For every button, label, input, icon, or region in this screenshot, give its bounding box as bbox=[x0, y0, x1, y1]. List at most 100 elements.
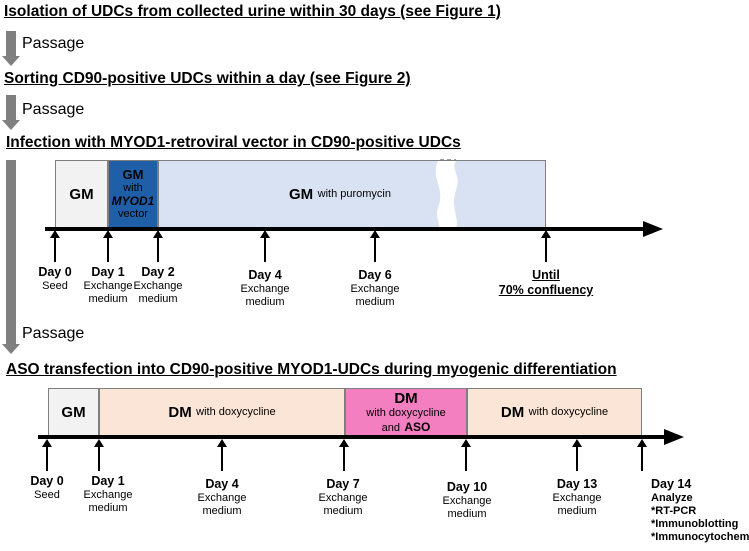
timeline-break-mark bbox=[435, 159, 458, 229]
gm-box-2: GM bbox=[48, 388, 99, 436]
t2-day10-sub1: Exchange bbox=[442, 495, 492, 507]
t1-until-label: Until 70% confluency bbox=[499, 268, 593, 298]
aso-box-line1: with doxycycline bbox=[366, 406, 446, 419]
timeline-axis-2 bbox=[38, 435, 666, 439]
tick-t1-until bbox=[541, 230, 551, 262]
t1-day4-sub1: Exchange bbox=[240, 283, 290, 295]
tick-t2-day14 bbox=[637, 439, 647, 471]
myod1-vector-box: GM with MYOD1 vector bbox=[108, 160, 158, 228]
myod1-box-vector: vector bbox=[118, 208, 148, 220]
aso-box-dm: DM bbox=[394, 389, 418, 407]
t2-day1-sub2: medium bbox=[88, 502, 128, 514]
t1-day0-title: Day 0 bbox=[38, 265, 72, 279]
passage-label-1: Passage bbox=[22, 35, 85, 52]
dm-doxycycline-box-2: DM with doxycycline bbox=[467, 388, 642, 436]
passage-arrow-1 bbox=[2, 31, 20, 66]
t2-day13-sub2: medium bbox=[557, 505, 597, 517]
puromycin-box-rest: with puromycin bbox=[317, 188, 391, 200]
tick-t1-day4 bbox=[260, 230, 270, 262]
heading-sorting: Sorting CD90-positive UDCs within a day … bbox=[4, 70, 411, 87]
myod1-box-with: with bbox=[123, 182, 143, 194]
heading-isolation: Isolation of UDCs from collected urine w… bbox=[4, 3, 501, 20]
tick-t2-day4 bbox=[217, 439, 227, 471]
t1-day1-sub2: medium bbox=[88, 293, 128, 305]
t2-day14-title: Day 14 bbox=[651, 477, 692, 491]
t2-day7-sub2: medium bbox=[323, 505, 363, 517]
t2-day0-sub: Seed bbox=[34, 489, 60, 501]
t1-until-sub: 70% confluency bbox=[498, 283, 594, 297]
heading-infection: Infection with MYOD1-retroviral vector i… bbox=[6, 134, 461, 151]
passage-arrow-3 bbox=[2, 160, 20, 354]
gm-box: GM bbox=[55, 160, 108, 228]
tick-t2-day1 bbox=[94, 439, 104, 471]
t1-day1-label: Day 1 Exchange medium bbox=[84, 265, 133, 306]
t1-day6-label: Day 6 Exchange medium bbox=[351, 268, 400, 309]
t2-day4-sub2: medium bbox=[202, 505, 242, 517]
t2-day10-label: Day 10 Exchange medium bbox=[443, 480, 492, 521]
t2-day14-analyze: Analyze bbox=[651, 492, 693, 504]
t2-day0-title: Day 0 bbox=[30, 474, 64, 488]
t1-until-title: Until bbox=[532, 268, 560, 282]
t2-day13-sub1: Exchange bbox=[552, 492, 602, 504]
aso-box-aso: ASO bbox=[404, 419, 431, 434]
tick-t2-day7 bbox=[339, 439, 349, 471]
heading-aso-transfection: ASO transfection into CD90-positive MYOD… bbox=[6, 361, 617, 378]
t2-day4-title: Day 4 bbox=[205, 477, 239, 491]
timeline-axis-2-head bbox=[664, 429, 684, 445]
t1-day0-label: Day 0 Seed bbox=[38, 265, 71, 293]
t1-day6-title: Day 6 bbox=[358, 268, 392, 282]
timeline-axis-1 bbox=[45, 227, 645, 231]
t1-day6-sub1: Exchange bbox=[350, 283, 400, 295]
t1-day4-label: Day 4 Exchange medium bbox=[241, 268, 290, 309]
puromycin-box: GM with puromycin bbox=[158, 160, 546, 228]
t2-day13-title: Day 13 bbox=[556, 477, 598, 491]
t2-day7-title: Day 7 bbox=[326, 477, 360, 491]
t1-day2-sub1: Exchange bbox=[133, 280, 183, 292]
t1-day2-sub2: medium bbox=[138, 293, 178, 305]
dm2-rest: with doxycycline bbox=[528, 406, 609, 418]
t2-day1-title: Day 1 bbox=[91, 474, 125, 488]
t1-day1-sub1: Exchange bbox=[83, 280, 133, 292]
t1-day4-sub2: medium bbox=[245, 296, 285, 308]
t1-day6-sub2: medium bbox=[355, 296, 395, 308]
t2-day10-title: Day 10 bbox=[446, 480, 488, 494]
myod1-box-gm: GM bbox=[122, 167, 144, 182]
t2-day4-sub1: Exchange bbox=[197, 492, 247, 504]
t2-day14-immunocytochemistry: *Immunocytochemistry bbox=[651, 531, 749, 543]
t2-day0-label: Day 0 Seed bbox=[30, 474, 63, 502]
tick-t1-day2 bbox=[153, 230, 163, 262]
timeline-axis-1-head bbox=[643, 221, 663, 237]
t1-day4-title: Day 4 bbox=[248, 268, 282, 282]
passage-arrow-2 bbox=[2, 95, 20, 130]
t2-day13-label: Day 13 Exchange medium bbox=[553, 477, 602, 518]
dm1-rest: with doxycycline bbox=[196, 406, 276, 418]
tick-t2-day13 bbox=[572, 439, 582, 471]
dm2-label: DM bbox=[500, 403, 525, 421]
passage-label-3: Passage bbox=[22, 325, 85, 342]
t2-day7-sub1: Exchange bbox=[318, 492, 368, 504]
t2-day1-label: Day 1 Exchange medium bbox=[84, 474, 133, 515]
myod1-box-gene: MYOD1 bbox=[111, 194, 155, 208]
t2-day14-rtpcr: *RT-PCR bbox=[651, 505, 697, 517]
t2-day14-label: Day 14 Analyze *RT-PCR *Immunoblotting *… bbox=[651, 477, 749, 544]
t1-day1-title: Day 1 bbox=[91, 265, 125, 279]
t2-day14-immunoblotting: *Immunoblotting bbox=[651, 518, 739, 530]
t2-day4-label: Day 4 Exchange medium bbox=[198, 477, 247, 518]
dm-aso-box: DM with doxycycline and ASO bbox=[345, 388, 467, 436]
tick-t2-day0 bbox=[42, 439, 52, 471]
dm1-label: DM bbox=[168, 403, 192, 421]
tick-t1-day0 bbox=[50, 230, 60, 262]
gm-box-label: GM bbox=[69, 185, 94, 203]
aso-box-and: and bbox=[381, 421, 400, 434]
puromycin-box-gm: GM bbox=[289, 185, 314, 203]
t1-day0-sub: Seed bbox=[42, 280, 68, 292]
t2-day10-sub2: medium bbox=[447, 508, 487, 520]
passage-label-2: Passage bbox=[22, 101, 85, 118]
tick-t1-day6 bbox=[370, 230, 380, 262]
dm-doxycycline-box-1: DM with doxycycline bbox=[99, 388, 345, 436]
t1-day2-label: Day 2 Exchange medium bbox=[134, 265, 183, 306]
t2-day1-sub1: Exchange bbox=[83, 489, 133, 501]
tick-t2-day10 bbox=[461, 439, 471, 471]
t1-day2-title: Day 2 bbox=[141, 265, 175, 279]
gm-box-2-label: GM bbox=[61, 403, 86, 421]
